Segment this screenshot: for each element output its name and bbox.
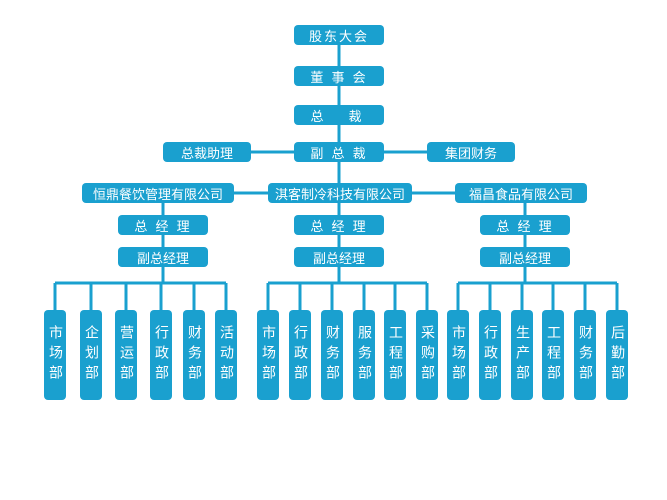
node-group-finance: 集团财务 — [427, 142, 515, 162]
dept-3-2: 行政部 — [479, 310, 501, 400]
node-vgm-2: 副总经理 — [294, 247, 384, 267]
node-company-1: 恒鼎餐饮管理有限公司 — [82, 183, 234, 203]
dept-1-4: 行政部 — [150, 310, 172, 400]
node-company-3: 福昌食品有限公司 — [455, 183, 587, 203]
dept-2-2: 行政部 — [289, 310, 311, 400]
dept-3-1: 市场部 — [447, 310, 469, 400]
node-shareholders: 股东大会 — [294, 25, 384, 45]
node-gm-3: 总 经 理 — [480, 215, 570, 235]
node-company-2: 淇客制冷科技有限公司 — [268, 183, 412, 203]
node-gm-1: 总 经 理 — [118, 215, 208, 235]
dept-2-5: 工程部 — [384, 310, 406, 400]
node-president: 总 裁 — [294, 105, 384, 125]
dept-2-1: 市场部 — [257, 310, 279, 400]
dept-1-2: 企划部 — [80, 310, 102, 400]
dept-1-6: 活动部 — [215, 310, 237, 400]
node-vgm-3: 副总经理 — [480, 247, 570, 267]
dept-2-4: 服务部 — [353, 310, 375, 400]
node-vgm-1: 副总经理 — [118, 247, 208, 267]
dept-2-6: 采购部 — [416, 310, 438, 400]
node-board: 董 事 会 — [294, 66, 384, 86]
dept-3-4: 工程部 — [542, 310, 564, 400]
node-president-assistant: 总裁助理 — [163, 142, 251, 162]
node-gm-2: 总 经 理 — [294, 215, 384, 235]
dept-3-6: 后勤部 — [606, 310, 628, 400]
dept-3-3: 生产部 — [511, 310, 533, 400]
dept-1-1: 市场部 — [44, 310, 66, 400]
node-vice-president: 副 总 裁 — [294, 142, 384, 162]
dept-2-3: 财务部 — [321, 310, 343, 400]
dept-3-5: 财务部 — [574, 310, 596, 400]
dept-1-3: 营运部 — [115, 310, 137, 400]
dept-1-5: 财务部 — [183, 310, 205, 400]
